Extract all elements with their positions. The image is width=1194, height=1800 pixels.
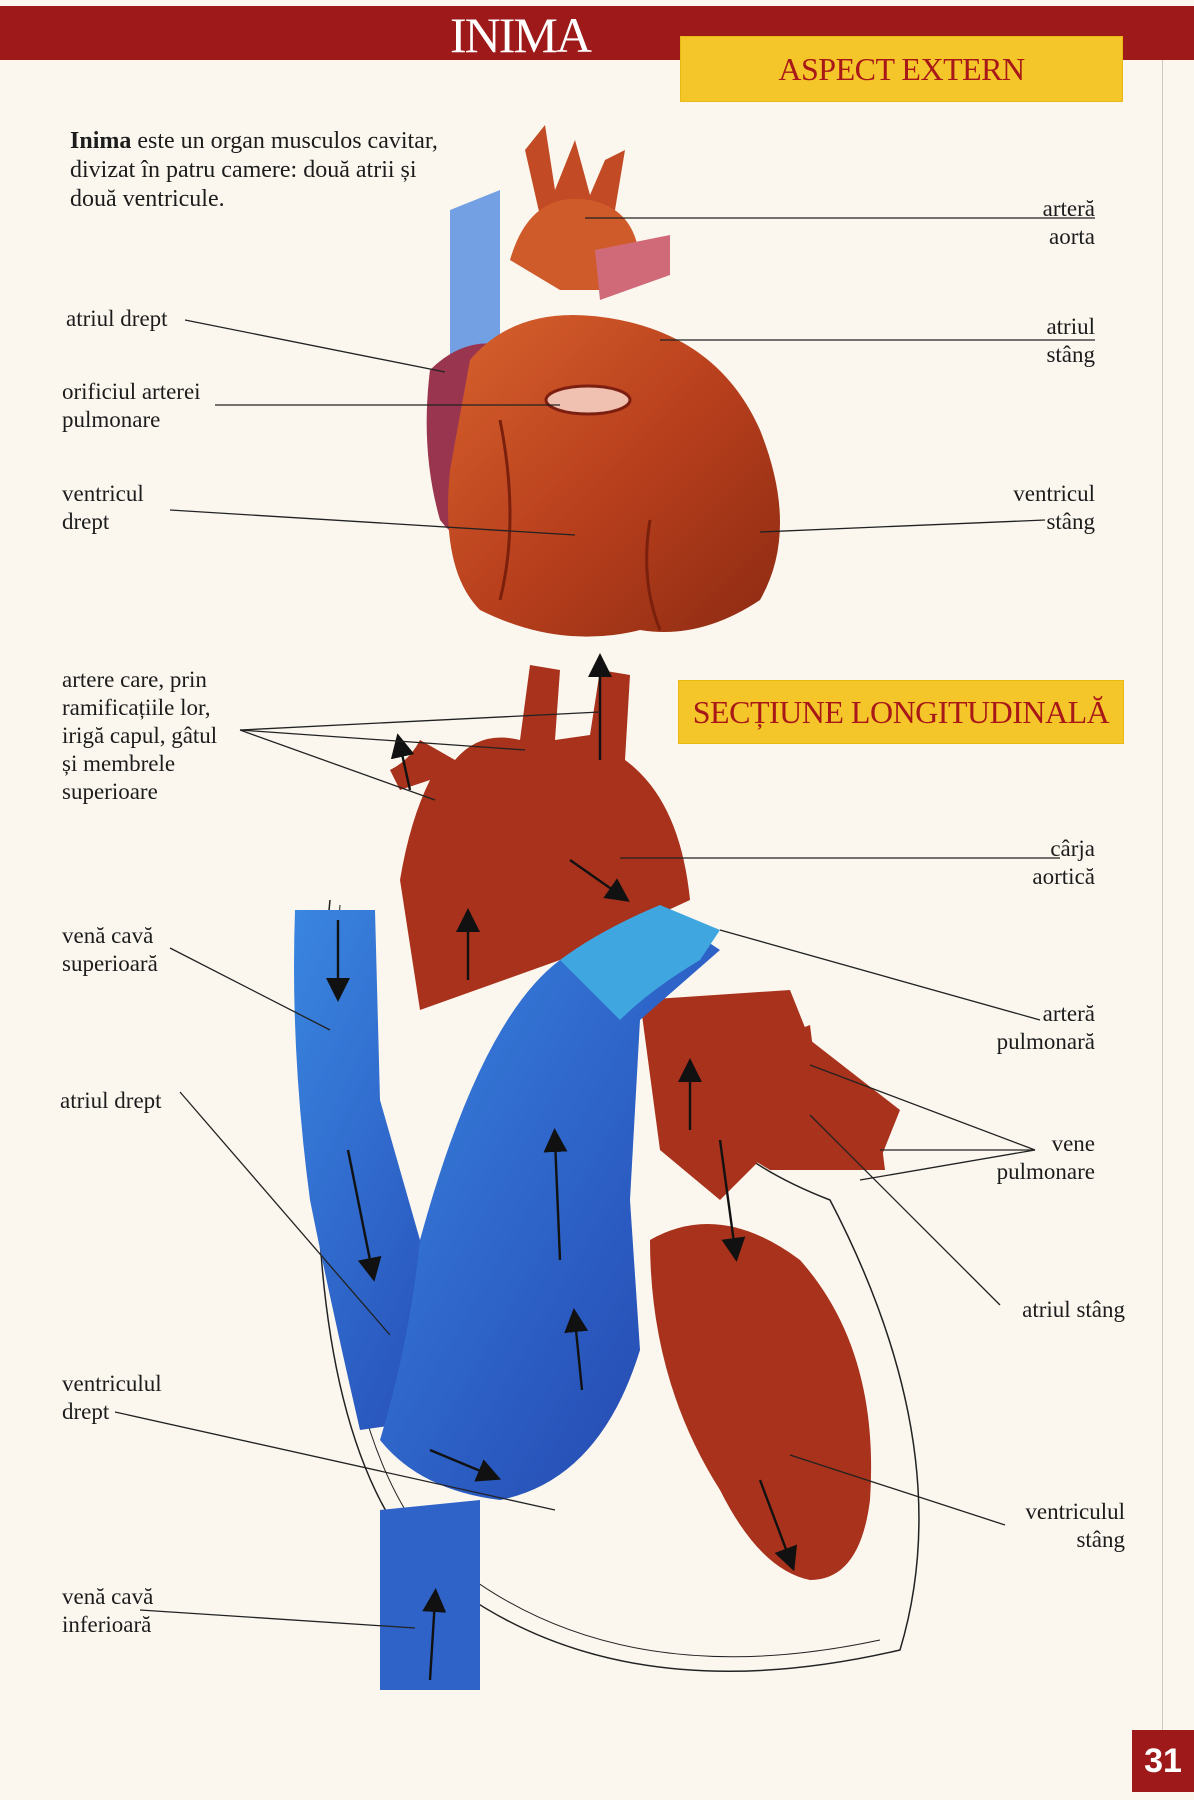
label-ventriculul-stang: ventriculul stâng [1025,1499,1125,1552]
intro-bold-term: Inima [70,128,132,154]
label-atriul-stang-external: atriul stâng [1046,314,1095,367]
label-carja-aortica: cârja aortică [1032,836,1095,889]
label-atriul-drept-external: atriul drept [66,306,168,331]
page-number: 31 [1132,1730,1194,1792]
section-heading-longitudinal: SECȚIUNE LONGITUDINALĂ [678,680,1124,744]
page-edge-rule [1162,60,1163,1730]
label-artera-pulmonara: arteră pulmonară [996,1001,1095,1054]
label-ventricul-drept: ventricul drept [62,481,144,534]
vena-cava-external [450,190,500,380]
left-ventricle-section [650,1224,872,1580]
label-vene-pulmonare: vene pulmonare [996,1131,1095,1184]
section-heading-external: ASPECT EXTERN [680,36,1123,102]
label-atriul-drept-section: atriul drept [60,1088,162,1113]
pulmonary-orifice [544,384,632,416]
label-artere-ramificatii: artere care, prin ramificațiile lor, iri… [62,667,218,804]
pulmonary-veins-section [720,1025,885,1170]
pulmonary-artery-section [560,905,720,1020]
label-ventriculul-drept: ventriculul drept [62,1371,162,1424]
intro-paragraph: Inima este un organ musculos cavitar, di… [70,127,440,214]
section-heart-drawing [294,653,920,1690]
label-atriul-stang-section: atriul stâng [1022,1297,1125,1322]
label-artera-aorta: arteră aorta [1042,196,1095,249]
label-vena-cava-inferioara: venă cavă inferioară [62,1584,154,1637]
label-vena-cava-superioara: venă cavă superioară [62,923,158,976]
pulmonary-vessel-external [595,235,670,300]
page-title: INIMA [450,7,592,63]
right-ventricle-section [380,910,720,1500]
section-leader-lines [114,711,1060,1629]
vena-cava-superior-section [294,910,540,1430]
label-ventricul-stang: ventricul stâng [1013,481,1095,534]
external-heart-drawing [426,125,780,637]
heart-body-external [448,315,780,637]
label-orificiul-arterei-pulmonare: orificiul arterei pulmonare [62,379,201,432]
external-leader-lines [169,217,1095,536]
intro-text: este un organ musculos cavitar, divizat … [70,128,438,212]
